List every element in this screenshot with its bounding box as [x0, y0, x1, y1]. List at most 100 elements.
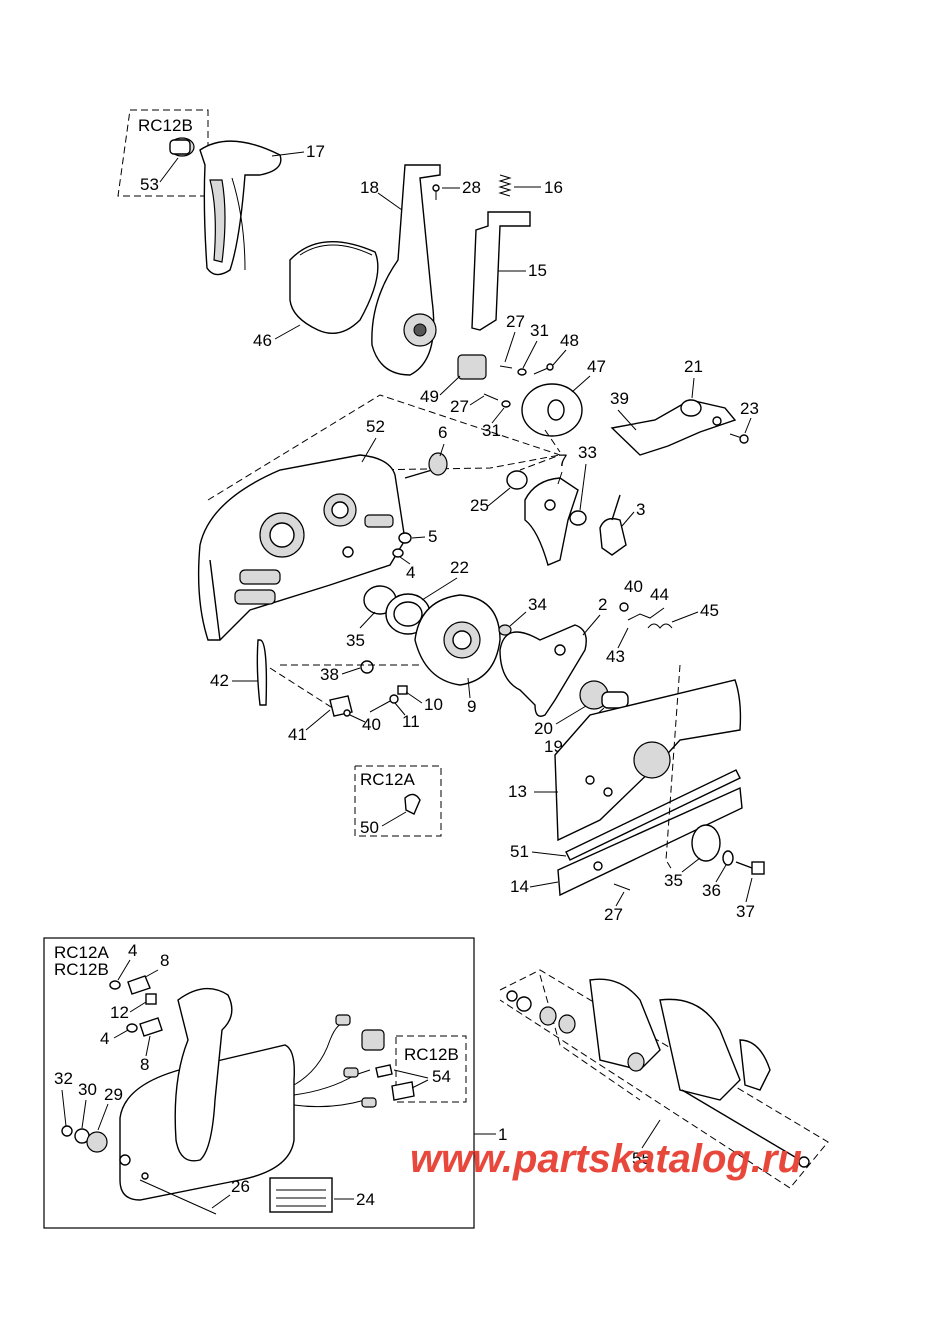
callout-41: 41 — [288, 725, 307, 744]
part-44-spring-clip — [627, 607, 665, 621]
part-31b-washer — [501, 400, 511, 408]
callout-43: 43 — [606, 647, 625, 666]
callout-29: 29 — [104, 1085, 123, 1104]
part-32-nut — [61, 1125, 73, 1137]
part-48-screw — [533, 363, 554, 375]
part-34-pin — [498, 624, 512, 636]
part-54a-clip — [375, 1064, 393, 1078]
callout-27b: 27 — [450, 397, 469, 416]
part-14-bottom-plate — [557, 786, 743, 897]
callout-52: 52 — [366, 417, 385, 436]
callout-10: 10 — [424, 695, 443, 714]
part-12-nut — [145, 993, 157, 1005]
part-28-screw — [432, 184, 440, 200]
callout-38: 38 — [320, 665, 339, 684]
callout-18: 18 — [360, 178, 379, 197]
part-9-gear-plate — [414, 594, 501, 686]
part-7-plate — [524, 477, 579, 566]
callout-22: 22 — [450, 558, 469, 577]
callout-39: 39 — [610, 389, 629, 408]
part-17-handle-grip — [199, 140, 282, 276]
part-5-washer — [398, 532, 412, 544]
watermark-text: www.partskatalog.ru — [410, 1137, 802, 1181]
part-33-washer — [569, 510, 587, 526]
part-52-housing — [197, 454, 406, 641]
callout-36: 36 — [702, 881, 721, 900]
part-47-cam-disc — [521, 383, 583, 437]
callout-40b: 40 — [362, 715, 381, 734]
callout-28: 28 — [462, 178, 481, 197]
callout-1: 1 — [498, 1125, 507, 1144]
part-8b-clamp — [139, 1017, 163, 1037]
part-16-spring — [498, 174, 512, 197]
callout-14: 14 — [510, 877, 529, 896]
callout-34: 34 — [528, 595, 547, 614]
callout-45: 45 — [700, 601, 719, 620]
callout-54: 54 — [432, 1067, 451, 1086]
callout-33: 33 — [578, 443, 597, 462]
callout-13: 13 — [508, 782, 527, 801]
callout-17: 17 — [306, 142, 325, 161]
rc12a-mid-group: RC12A 50 — [354, 765, 442, 837]
part-4c-washer — [126, 1023, 138, 1033]
rc12a-mid-label: RC12A — [360, 770, 415, 789]
callout-11: 11 — [402, 712, 420, 731]
part-21-washer — [680, 399, 702, 417]
part-18-lever-arm — [371, 164, 441, 376]
callout-37: 37 — [736, 902, 755, 921]
callout-27a: 27 — [506, 312, 525, 331]
part-45-spring — [647, 623, 673, 629]
callout-20: 20 — [534, 719, 553, 738]
part-27b-screw — [483, 393, 499, 401]
part-6-pin — [404, 452, 448, 479]
part-38-bushing — [360, 660, 374, 674]
callout-4b: 4 — [128, 941, 137, 960]
callout-53: 53 — [140, 175, 159, 194]
part-27c-screw — [613, 883, 631, 891]
callout-51: 51 — [510, 842, 529, 861]
callout-42: 42 — [210, 671, 229, 690]
part-8a-clamp — [127, 975, 151, 995]
part-10-nut — [397, 685, 408, 695]
part-23-screw — [729, 433, 749, 444]
rc12b-top-label: RC12B — [138, 116, 193, 135]
callout-47: 47 — [587, 357, 606, 376]
part-19-grommet — [601, 691, 629, 709]
callout-27c: 27 — [604, 905, 623, 924]
callout-15: 15 — [528, 261, 547, 280]
callout-40a: 40 — [624, 577, 643, 596]
callout-7: 7 — [558, 451, 567, 470]
part-55-mounting-assembly — [499, 969, 829, 1189]
part-40b-screw — [343, 709, 351, 717]
callout-35a: 35 — [346, 631, 365, 650]
part-13-side-plate — [554, 679, 742, 842]
callout-4a: 4 — [406, 563, 415, 582]
part-4b-washer — [109, 980, 121, 990]
callout-12: 12 — [110, 1003, 129, 1022]
part-40a-screw — [619, 602, 629, 612]
part-36-washer — [722, 850, 734, 866]
callout-32: 32 — [54, 1069, 73, 1088]
part-4a-clip — [392, 548, 404, 558]
part-54b-clip — [391, 1081, 415, 1101]
part-51-strip — [565, 769, 741, 861]
callout-55: 55 — [632, 1149, 651, 1168]
rc12a-inset-label: RC12A — [54, 943, 109, 962]
part-49-bushing — [457, 354, 487, 380]
part-1-control-box — [119, 987, 295, 1201]
part-39-throttle-lever — [610, 399, 737, 456]
callout-44: 44 — [650, 585, 669, 604]
part-25-bushing — [506, 470, 528, 490]
callout-49: 49 — [420, 387, 439, 406]
part-46-cover — [289, 241, 379, 334]
callout-21: 21 — [684, 357, 703, 376]
callout-25: 25 — [470, 496, 489, 515]
callout-8b: 8 — [140, 1055, 149, 1074]
part-53-plug — [169, 137, 195, 157]
part-31a-washer — [517, 368, 527, 376]
part-24-label-plate — [269, 1177, 333, 1213]
rc12b-inset-label-b: RC12B — [404, 1045, 459, 1064]
part-2-link-plate — [499, 624, 587, 717]
part-15-rod — [471, 211, 531, 331]
